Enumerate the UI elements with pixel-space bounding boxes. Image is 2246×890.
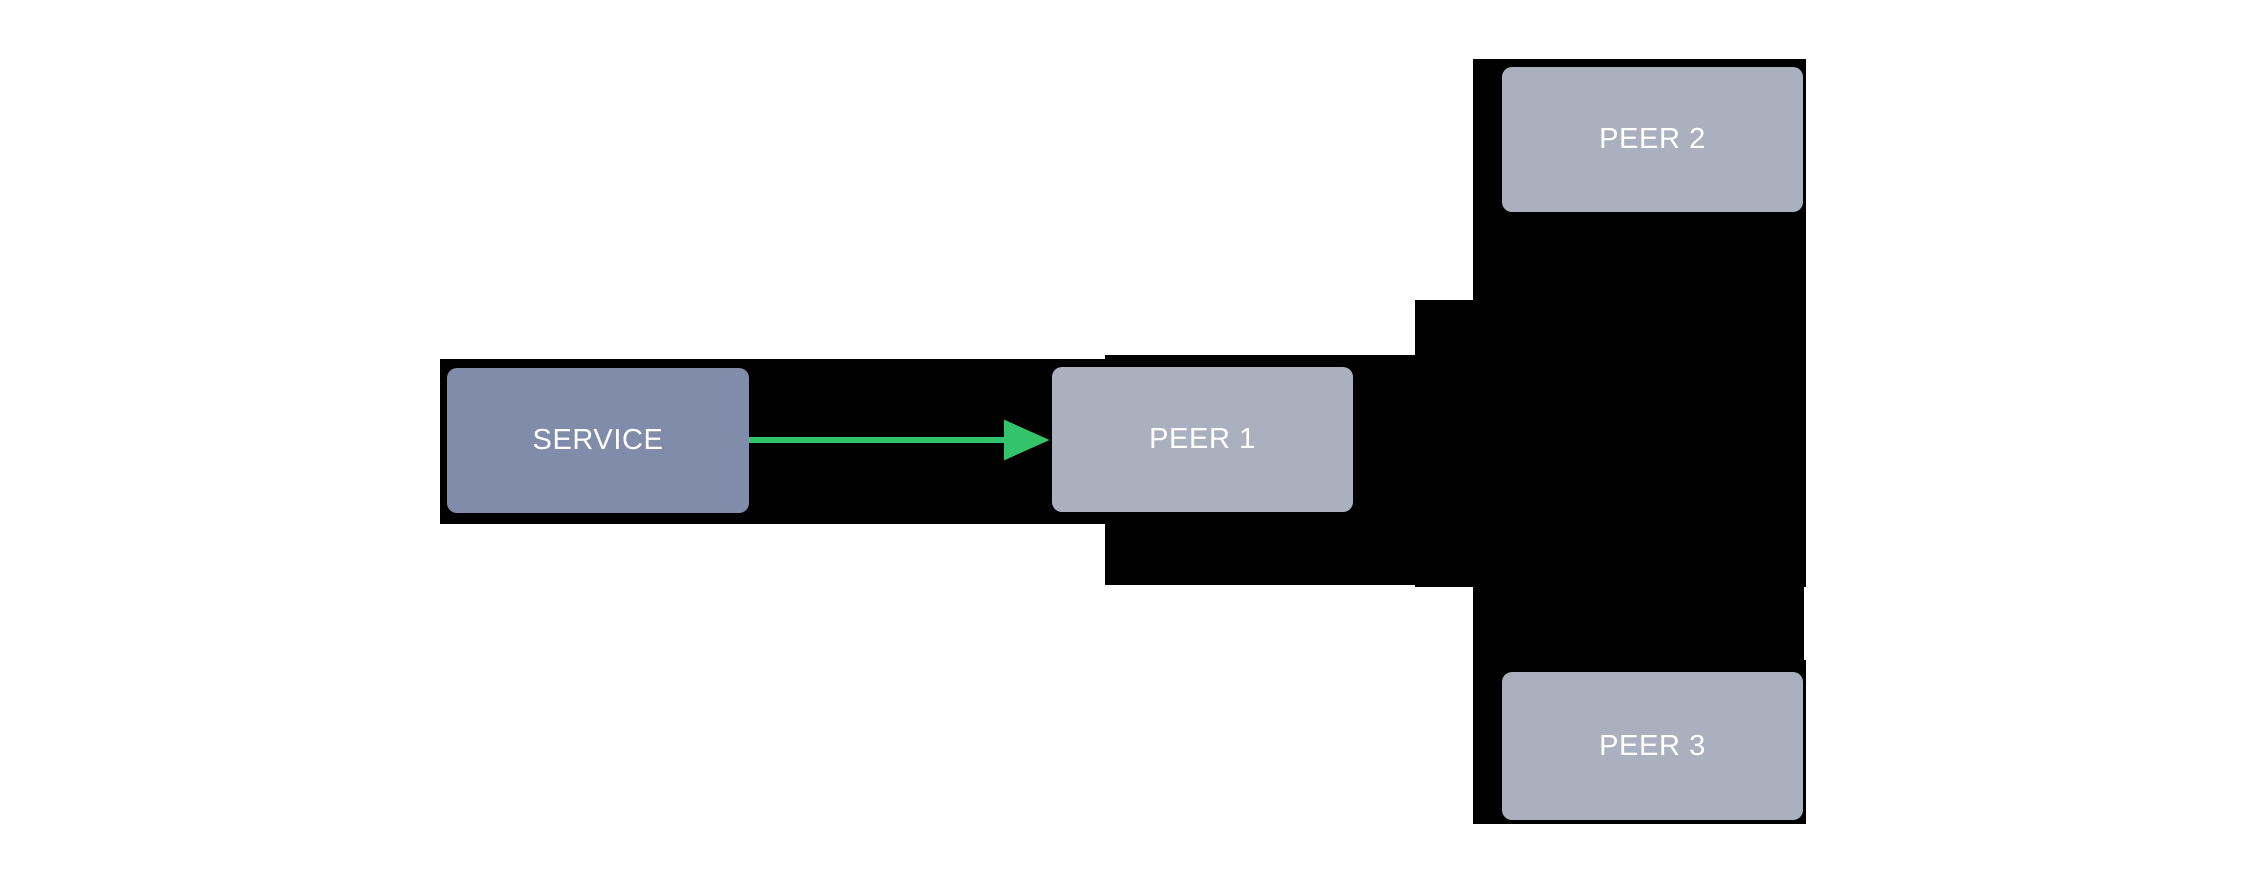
node-peer-2-label: PEER 2 xyxy=(1599,123,1706,155)
edge-service-to-peer1[interactable] xyxy=(740,410,1060,472)
node-service-label: SERVICE xyxy=(532,424,664,456)
node-peer-1-label: PEER 1 xyxy=(1149,423,1256,455)
node-peer-3[interactable]: PEER 3 xyxy=(1502,672,1803,820)
node-peer-2[interactable]: PEER 2 xyxy=(1502,67,1803,212)
black-block-peer-trunk xyxy=(1415,300,1806,587)
node-peer-3-label: PEER 3 xyxy=(1599,729,1706,762)
node-service[interactable]: SERVICE xyxy=(447,368,749,513)
node-peer-1[interactable]: PEER 1 xyxy=(1052,367,1353,512)
